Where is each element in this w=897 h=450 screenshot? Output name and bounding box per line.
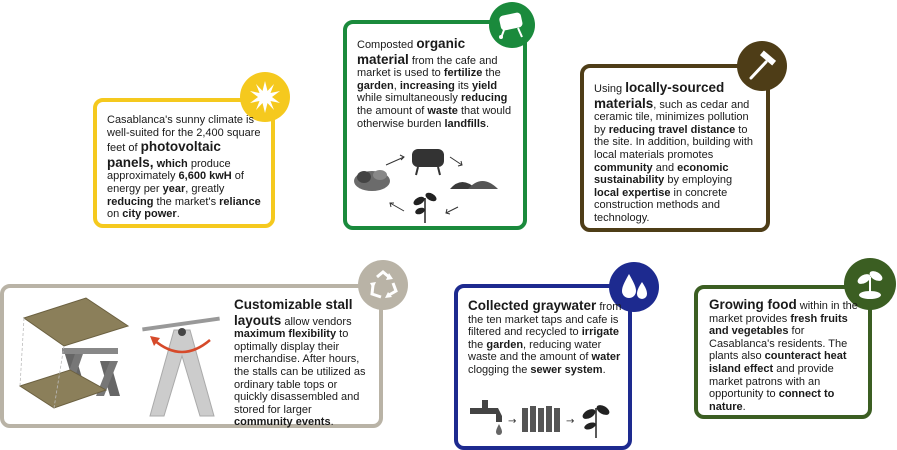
food-text-segment: Growing food (709, 297, 797, 312)
compost-card (343, 20, 527, 230)
hammer-icon (749, 50, 777, 80)
solar-text-segment: year (162, 182, 186, 195)
svg-text:→: → (508, 416, 516, 427)
food-text: Growing food within in the market provid… (709, 297, 861, 413)
solar-text-segment: on (107, 208, 123, 221)
sprout-icon (857, 271, 883, 299)
materials-card (580, 64, 770, 232)
graywater-text-segment: . (602, 363, 606, 376)
materials-text-segment: , such as cedar and ceramic tile, minimi… (594, 98, 750, 136)
graywater-text-segment: the (468, 338, 487, 351)
compost-text-segment: its (454, 79, 472, 92)
solar-text-segment: . (176, 208, 180, 221)
food-text-segment: . (742, 400, 746, 413)
svg-text:→: → (566, 416, 574, 427)
graywater-process-illustration: → → (470, 400, 610, 438)
stalls-text-segment: maximum flexibility (234, 328, 337, 341)
water-drops-icon (622, 274, 647, 299)
materials-text-segment: in concrete construction methods and tec… (594, 186, 728, 224)
compost-text-segment: that would otherwise burden (357, 104, 512, 130)
compost-cycle-illustration (354, 149, 498, 223)
food-text-segment: connect to nature (709, 388, 835, 413)
solar-text-segment: city power (122, 208, 177, 221)
solar-text-segment: photovoltaic panels, (107, 139, 221, 170)
solar-text: Casablanca's sunny climate is well-suite… (107, 114, 265, 221)
graywater-text-segment: clogging the (468, 363, 531, 376)
solar-text-segment: of energy per (107, 170, 244, 195)
compost-text-segment: garden (357, 79, 394, 92)
graywater-text-segment: from the ten market taps and cafe is fil… (468, 301, 622, 339)
materials-text-segment: locally-sourced materials (594, 80, 725, 111)
compost-text: Composted organic material from the cafe… (357, 36, 517, 130)
compost-text-segment: waste (427, 104, 458, 117)
graywater-text: Collected graywater from the ten market … (468, 298, 624, 377)
materials-text-segment: to the site. In addition, building with … (594, 123, 753, 161)
sun-icon (250, 81, 280, 113)
solar-text-segment: the market's (153, 195, 220, 208)
compost-text-segment: the amount of (357, 104, 428, 117)
stalls-text-segment: Customizable stall layouts (234, 297, 353, 328)
stalls-text-segment: to optimally display their merchandise. … (234, 328, 366, 416)
solar-text-segment: Casablanca's sunny climate is well-suite… (107, 114, 261, 155)
compost-text-segment: fertilize (443, 67, 483, 80)
stall-layout-illustration (18, 297, 220, 417)
graywater-text-segment: sewer system (530, 363, 603, 376)
food-card (694, 285, 872, 419)
food-text-segment: within in the market provides (709, 300, 858, 325)
graywater-text-segment: water (591, 351, 621, 364)
compost-text-segment: yield (471, 79, 498, 92)
food-badge (844, 258, 896, 310)
solar-card (93, 98, 275, 228)
graywater-text-segment: , reducing water waste and the amount of (468, 338, 602, 364)
recycle-icon (370, 270, 398, 299)
stalls-text-segment: . (330, 416, 334, 429)
stalls-text-segment: allow vendors (281, 315, 352, 328)
compost-text-segment: increasing (399, 79, 455, 92)
materials-badge (737, 41, 787, 91)
compost-text-segment: the (482, 67, 501, 80)
compost-text-segment: while simultaneously (357, 92, 461, 105)
compost-text-segment: reducing (460, 92, 508, 105)
graywater-text-segment: garden (486, 338, 524, 351)
materials-text: Using locally-sourced materials, such as… (594, 80, 760, 225)
compost-text-segment: , (393, 79, 400, 92)
materials-text-segment: local expertise (594, 186, 671, 199)
stalls-badge (358, 260, 408, 310)
solar-text-segment: reducing (107, 195, 154, 208)
compost-text-segment: organic material (357, 36, 466, 67)
materials-text-segment: community (594, 161, 653, 174)
materials-text-segment: reducing travel distance (608, 123, 736, 136)
materials-text-segment: economic sustainability (594, 161, 729, 187)
food-text-segment: for Casablanca's residents. The plants a… (709, 325, 848, 363)
stalls-text-segment: community events (234, 416, 331, 429)
solar-text-segment: which (153, 157, 188, 170)
materials-text-segment: by employing (664, 174, 733, 187)
compost-text-segment: landfills (444, 117, 487, 130)
solar-text-segment: 6,600 kwH (178, 170, 232, 183)
compost-badge (489, 2, 535, 48)
solar-text-segment: , greatly (185, 182, 225, 195)
food-text-segment: counteract heat island effect (709, 350, 847, 375)
food-text-segment: fresh fruits and vegetables (709, 312, 848, 338)
graywater-text-segment: irrigate (581, 326, 620, 339)
stalls-text: Customizable stall layouts allow vendors… (234, 297, 372, 429)
solar-text-segment: reliance (219, 195, 261, 208)
graywater-text-segment: Collected graywater (468, 298, 597, 313)
compost-bin-icon (499, 12, 523, 39)
materials-text-segment: Using (594, 83, 626, 95)
compost-text-segment: from the cafe and market is used to (357, 54, 498, 80)
graywater-badge (609, 262, 659, 312)
food-text-segment: and provide market patrons with an oppor… (709, 362, 834, 401)
compost-text-segment: . (486, 117, 490, 130)
materials-text-segment: and (652, 161, 678, 174)
solar-text-segment: produce approximately (107, 157, 231, 183)
compost-text-segment: Composted (357, 39, 417, 51)
solar-badge (240, 72, 290, 122)
